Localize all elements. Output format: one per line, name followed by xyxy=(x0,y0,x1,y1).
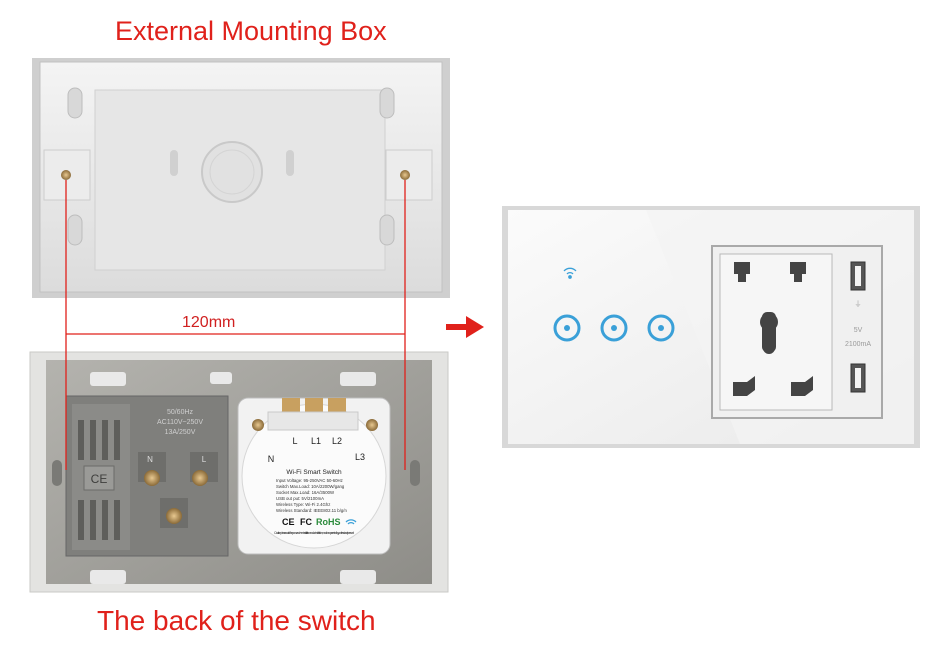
usb-symbol: ⏚ xyxy=(855,300,862,308)
socket-pin-l: L xyxy=(202,455,207,464)
universal-socket: ⏚ 5V 2100mA xyxy=(711,245,883,419)
spec-socket: Socket Max.Load: 16A/3500W xyxy=(276,490,335,495)
socket-pin-n: N xyxy=(147,455,153,464)
product-name: Wi-Fi Smart Switch xyxy=(286,469,342,476)
terminal-screw xyxy=(166,508,182,524)
socket-ce-mark: CE xyxy=(91,472,108,486)
spec-usb: USB out put: 5V/2100mA xyxy=(276,496,324,501)
rohs-mark: RoHS xyxy=(316,517,341,527)
touch-button-3 xyxy=(647,314,675,342)
usb-rating-2: 2100mA xyxy=(845,341,871,348)
terminal-n-label: N xyxy=(268,454,275,464)
mounting-box xyxy=(32,58,450,298)
ce-mark: CE xyxy=(282,517,295,527)
terminal-l3-label: L3 xyxy=(355,452,365,462)
red-arrow-icon xyxy=(446,316,484,338)
dimension-label: 120mm xyxy=(182,314,236,331)
external-mounting-box-caption: External Mounting Box xyxy=(115,16,387,46)
terminal-l1-label: L1 xyxy=(311,436,321,446)
wifi-icon xyxy=(345,519,357,525)
right-screw-hole xyxy=(400,170,410,180)
socket-rating-1: 50/60Hz xyxy=(167,409,194,416)
wifi-switch-module: L L1 L2 N L3 Wi-Fi Smart Switch Input Vo… xyxy=(237,397,391,555)
usb-rating-1: 5V xyxy=(854,327,863,334)
terminal-l-label: L xyxy=(292,436,297,446)
socket-rating-3: 13A/250V xyxy=(165,429,196,436)
back-of-switch-caption: The back of the switch xyxy=(97,605,376,636)
switch-back-plate: CE 50/60Hz AC110V~250V 13A/250V N L xyxy=(29,351,449,593)
fc-mark: FC xyxy=(300,517,312,527)
touch-button-2 xyxy=(600,314,628,342)
wifi-indicator-icon xyxy=(563,267,577,279)
front-panel: ⏚ 5V 2100mA xyxy=(502,206,920,448)
spec-wireless: Wireless Type: Wi-Fi 2.4Ghz xyxy=(276,502,330,507)
terminal-screw xyxy=(192,470,208,486)
spec-standard: Wireless Standard: IEEE802.11 b/g/n xyxy=(276,508,347,513)
socket-module: CE 50/60Hz AC110V~250V 13A/250V N L xyxy=(65,395,229,557)
touch-button-1 xyxy=(553,314,581,342)
left-screw-hole xyxy=(61,170,71,180)
socket-rating-2: AC110V~250V xyxy=(157,419,203,426)
spec-input: Input Voltage: 95-250VAC 50-60Hz xyxy=(276,478,343,483)
caution-text: Caution: please cut off the power when i… xyxy=(274,531,354,535)
terminal-l2-label: L2 xyxy=(332,436,342,446)
terminal-screw xyxy=(144,470,160,486)
dimension-guides xyxy=(65,180,406,470)
spec-switch: Switch Max.Load: 10A/2200W/gang xyxy=(276,484,345,489)
